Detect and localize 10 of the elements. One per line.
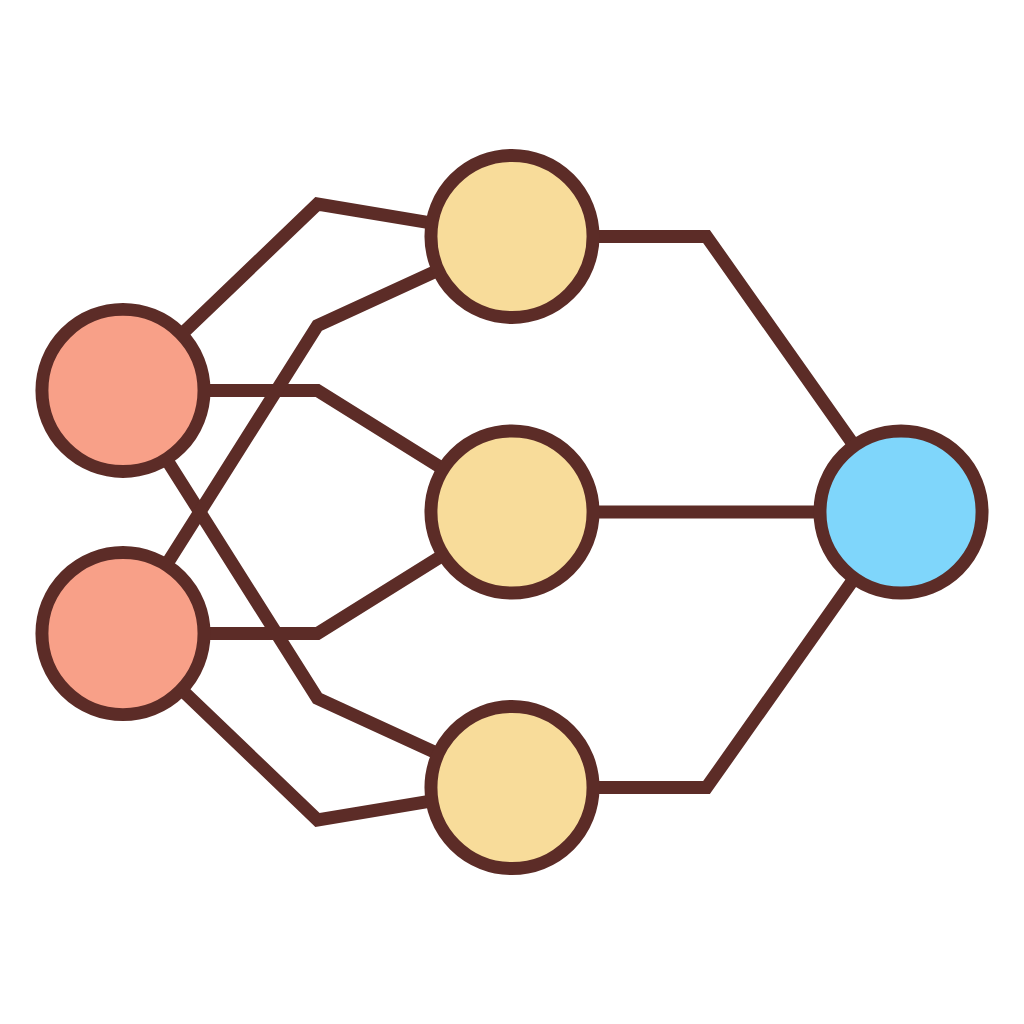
- node-circle: [813, 424, 989, 600]
- node-circle: [424, 700, 600, 876]
- connector: [204, 383, 447, 475]
- connector: [593, 574, 860, 795]
- connector: [204, 549, 447, 641]
- node-circle: [424, 148, 600, 324]
- connector: [593, 229, 860, 450]
- node-circle: [35, 546, 211, 722]
- node-circle: [424, 424, 600, 600]
- node-circle: [35, 302, 211, 478]
